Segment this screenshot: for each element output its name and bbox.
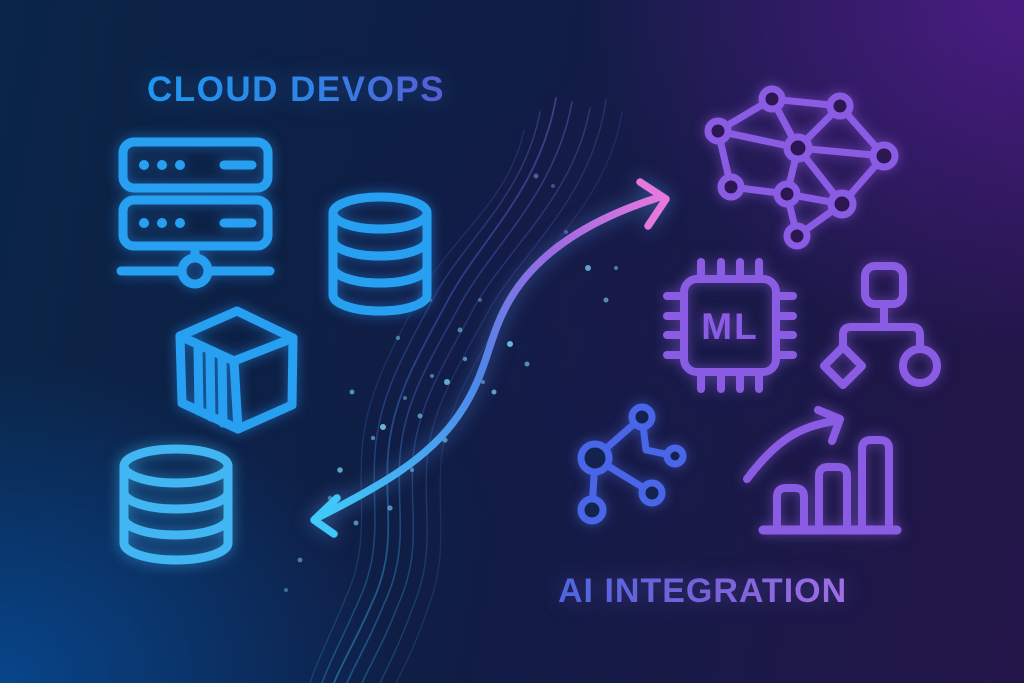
growth-arrowhead	[814, 406, 844, 445]
growth-arrow-curve	[743, 417, 838, 483]
data-particles	[284, 173, 618, 592]
growth-chart-icon	[743, 406, 902, 535]
server-rack-icon	[116, 137, 275, 289]
arrowhead-to-cloud-icon	[310, 494, 341, 538]
arrowhead-to-ai-icon	[636, 178, 670, 230]
flow-curve	[315, 193, 664, 521]
cloud-devops-title: CLOUD DEVOPS	[147, 70, 446, 109]
database-cylinder-icon	[328, 192, 432, 316]
ml-chip-icon: ML	[663, 258, 797, 393]
ai-integration-title: AI INTEGRATION	[558, 572, 848, 610]
neural-network-nodes	[704, 85, 899, 250]
neural-network-icon	[704, 85, 899, 250]
storage-stack-icon	[119, 444, 233, 565]
graph-node-circles	[577, 403, 687, 525]
ml-chip-label: ML	[701, 306, 758, 347]
container-cube-icon	[175, 306, 298, 434]
flowchart-icon	[820, 262, 941, 389]
graph-nodes-icon	[577, 403, 687, 525]
data-stream-lines	[309, 97, 623, 683]
bidirectional-flow-arrow	[310, 178, 670, 538]
server-led-dots	[139, 160, 185, 228]
